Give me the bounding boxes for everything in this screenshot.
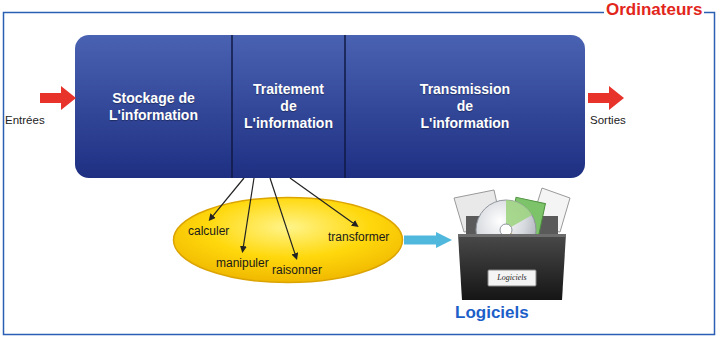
section-divider [344, 35, 346, 178]
software-box-art [454, 188, 570, 300]
outer-frame [4, 13, 715, 335]
section-title: Traitement de L'information [244, 81, 333, 132]
card-text: Logiciels [490, 273, 534, 283]
software-box: LogicielsLogiciels [452, 186, 572, 328]
section-title: Transmission de L'information [420, 81, 510, 132]
input-arrow [40, 86, 76, 110]
storage-section: Stockage de L'information [75, 35, 232, 178]
transmission-section: Transmission de L'information [345, 35, 585, 178]
software-title: Logiciels [455, 303, 529, 323]
section-title: Stockage de L'information [109, 90, 198, 124]
section-divider [231, 35, 233, 178]
operation-word: transformer [328, 230, 389, 244]
ellipse-shape [174, 198, 403, 283]
output-label: Sorties [590, 113, 626, 127]
computers-title: Ordinateurs [604, 0, 704, 20]
operation-word: raisonner [272, 263, 322, 277]
input-label: Entrées [5, 113, 45, 127]
operation-word: manipuler [216, 256, 269, 270]
operation-word: calculer [188, 224, 229, 238]
output-arrow [588, 86, 624, 110]
processing-section: Traitement de L'information [232, 35, 345, 178]
software-arrow [404, 236, 436, 245]
operations-ellipse: calculer manipulerraisonner transformer [172, 196, 404, 284]
computer-block [75, 35, 585, 178]
